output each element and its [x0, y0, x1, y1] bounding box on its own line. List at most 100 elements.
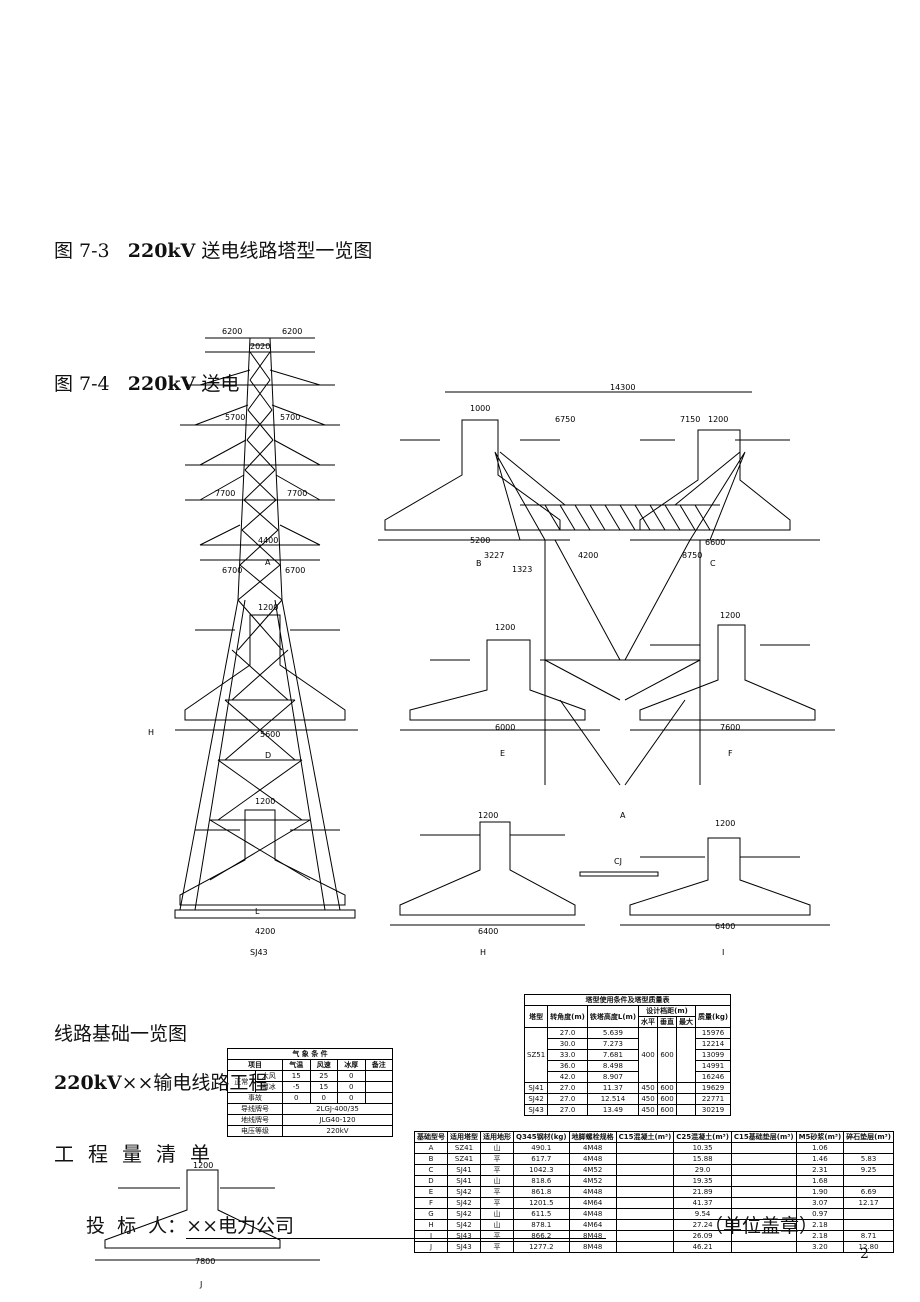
table-title: 气 象 条 件	[227, 1048, 393, 1060]
table-cell: 8M48	[568, 1241, 617, 1253]
weather-conditions-table: 气 象 条 件 项目 气温 风速 冰厚 备注 正常 大风 15 25 0 覆冰 …	[227, 1048, 393, 1137]
dim-text: 8750	[682, 551, 702, 560]
table-row: 事故 0 0 0	[227, 1092, 393, 1104]
dim-text: L	[255, 907, 260, 916]
dim-text: 6700	[222, 566, 242, 575]
table-cell: 4M48	[568, 1153, 617, 1165]
dim-text: 1000	[470, 404, 490, 413]
table-cell: 山	[480, 1175, 514, 1187]
table-cell: 平	[480, 1197, 514, 1209]
dim-text: 6200	[222, 327, 242, 336]
dim-text: 6000	[495, 723, 515, 732]
table-cell: D	[414, 1175, 448, 1187]
table-cell	[730, 1175, 797, 1187]
table-cell	[615, 1230, 675, 1242]
table-cell	[730, 1142, 797, 1154]
table-cell: B	[414, 1153, 448, 1165]
page-number: 2	[860, 1246, 869, 1262]
figure-7-4-caption: 图 7-4 220kV 送电	[54, 373, 240, 395]
table-cell: SJ41	[447, 1175, 481, 1187]
table-cell: 5.83	[843, 1153, 894, 1165]
dim-text: 6400	[715, 922, 735, 931]
table-cell: 1042.3	[513, 1164, 570, 1176]
table-cell: 3.20	[795, 1241, 845, 1253]
table-cell: 8.71	[843, 1230, 894, 1242]
figure-7-3-caption: 图 7-3 220kV 送电线路塔型一览图	[54, 240, 373, 262]
section-label: B	[476, 559, 482, 568]
bidder-line: 投 标 人：××电力公司	[86, 1211, 607, 1239]
dim-text: 5700	[225, 413, 245, 422]
foundation-j	[95, 1169, 320, 1261]
table-cell: 1277.2	[513, 1241, 570, 1253]
foundation-b	[378, 419, 570, 541]
dim-text: 6700	[285, 566, 305, 575]
table-cell	[615, 1142, 675, 1154]
table-row: 正常 大风 15 25 0	[227, 1070, 393, 1093]
lattice-tower	[174, 337, 356, 919]
table-cell: 12.17	[843, 1197, 894, 1209]
table-cell: SJ43	[447, 1241, 481, 1253]
table-cell: 46.21	[673, 1241, 732, 1253]
section-label: I	[722, 948, 724, 957]
table-cell: 4M64	[568, 1197, 617, 1209]
dim-text: 1200	[255, 797, 275, 806]
dim-text: 7150	[680, 415, 700, 424]
dim-text: 7700	[287, 489, 307, 498]
table-cell: 1201.5	[513, 1197, 570, 1209]
table-cell: 9.25	[843, 1164, 894, 1176]
table-cell: 12.80	[843, 1241, 894, 1253]
gantry-structure	[445, 391, 752, 786]
tower-name-label: SJ43	[250, 948, 268, 957]
dim-text: 1323	[512, 565, 532, 574]
table-cell: 21.89	[673, 1186, 732, 1198]
table-cell: 1.90	[795, 1186, 845, 1198]
dim-text: 4200	[578, 551, 598, 560]
table-cell	[615, 1164, 675, 1176]
dim-text: 1200	[715, 819, 735, 828]
foundation-g	[179, 809, 346, 906]
table-cell: 山	[480, 1142, 514, 1154]
section-label: H	[480, 948, 486, 957]
dim-text: 1200	[495, 623, 515, 632]
table-cell: SZ41	[447, 1153, 481, 1165]
table-cell: 1.68	[795, 1175, 845, 1187]
dim-text: H	[148, 728, 154, 737]
cj-label: CJ	[614, 857, 622, 866]
dim-text: 4200	[255, 927, 275, 936]
dim-text: 1200	[258, 603, 278, 612]
table-cell: 3.07	[795, 1197, 845, 1209]
table-cell: 4M48	[568, 1142, 617, 1154]
table-cell: SJ42	[447, 1197, 481, 1209]
table-cell: 10.35	[673, 1142, 732, 1154]
foundation-h	[390, 821, 585, 926]
table-cell	[843, 1208, 894, 1220]
table-cell	[730, 1153, 797, 1165]
table-cell: A	[414, 1142, 448, 1154]
table-cell	[843, 1219, 894, 1231]
dim-text: 5600	[260, 730, 280, 739]
bill-of-quantities-title: 工程量清单	[54, 1142, 224, 1166]
cj-member	[579, 871, 659, 877]
table-cell	[730, 1164, 797, 1176]
table-cell	[615, 1241, 675, 1253]
dim-text: 4400	[258, 536, 278, 545]
foundation-d	[175, 614, 358, 731]
dim-text: 1200	[193, 1161, 213, 1170]
foundation-c	[630, 429, 820, 541]
tower-usage-table: 塔型使用条件及塔型质量表 塔型 转角度(m) 铁塔高度L(m) 设计档距(m) …	[523, 994, 732, 1116]
table-cell: F	[414, 1197, 448, 1209]
table-cell	[843, 1175, 894, 1187]
foundation-quantity-table: 基础型号 适用塔型 适用地形 Q345钢材(kg) 地脚螺栓规格 C15混凝土(…	[414, 1131, 894, 1253]
dim-text: 1200	[708, 415, 728, 424]
table-title: 塔型使用条件及塔型质量表	[523, 994, 732, 1006]
table-cell: 617.7	[513, 1153, 570, 1165]
table-cell: 4M52	[568, 1175, 617, 1187]
